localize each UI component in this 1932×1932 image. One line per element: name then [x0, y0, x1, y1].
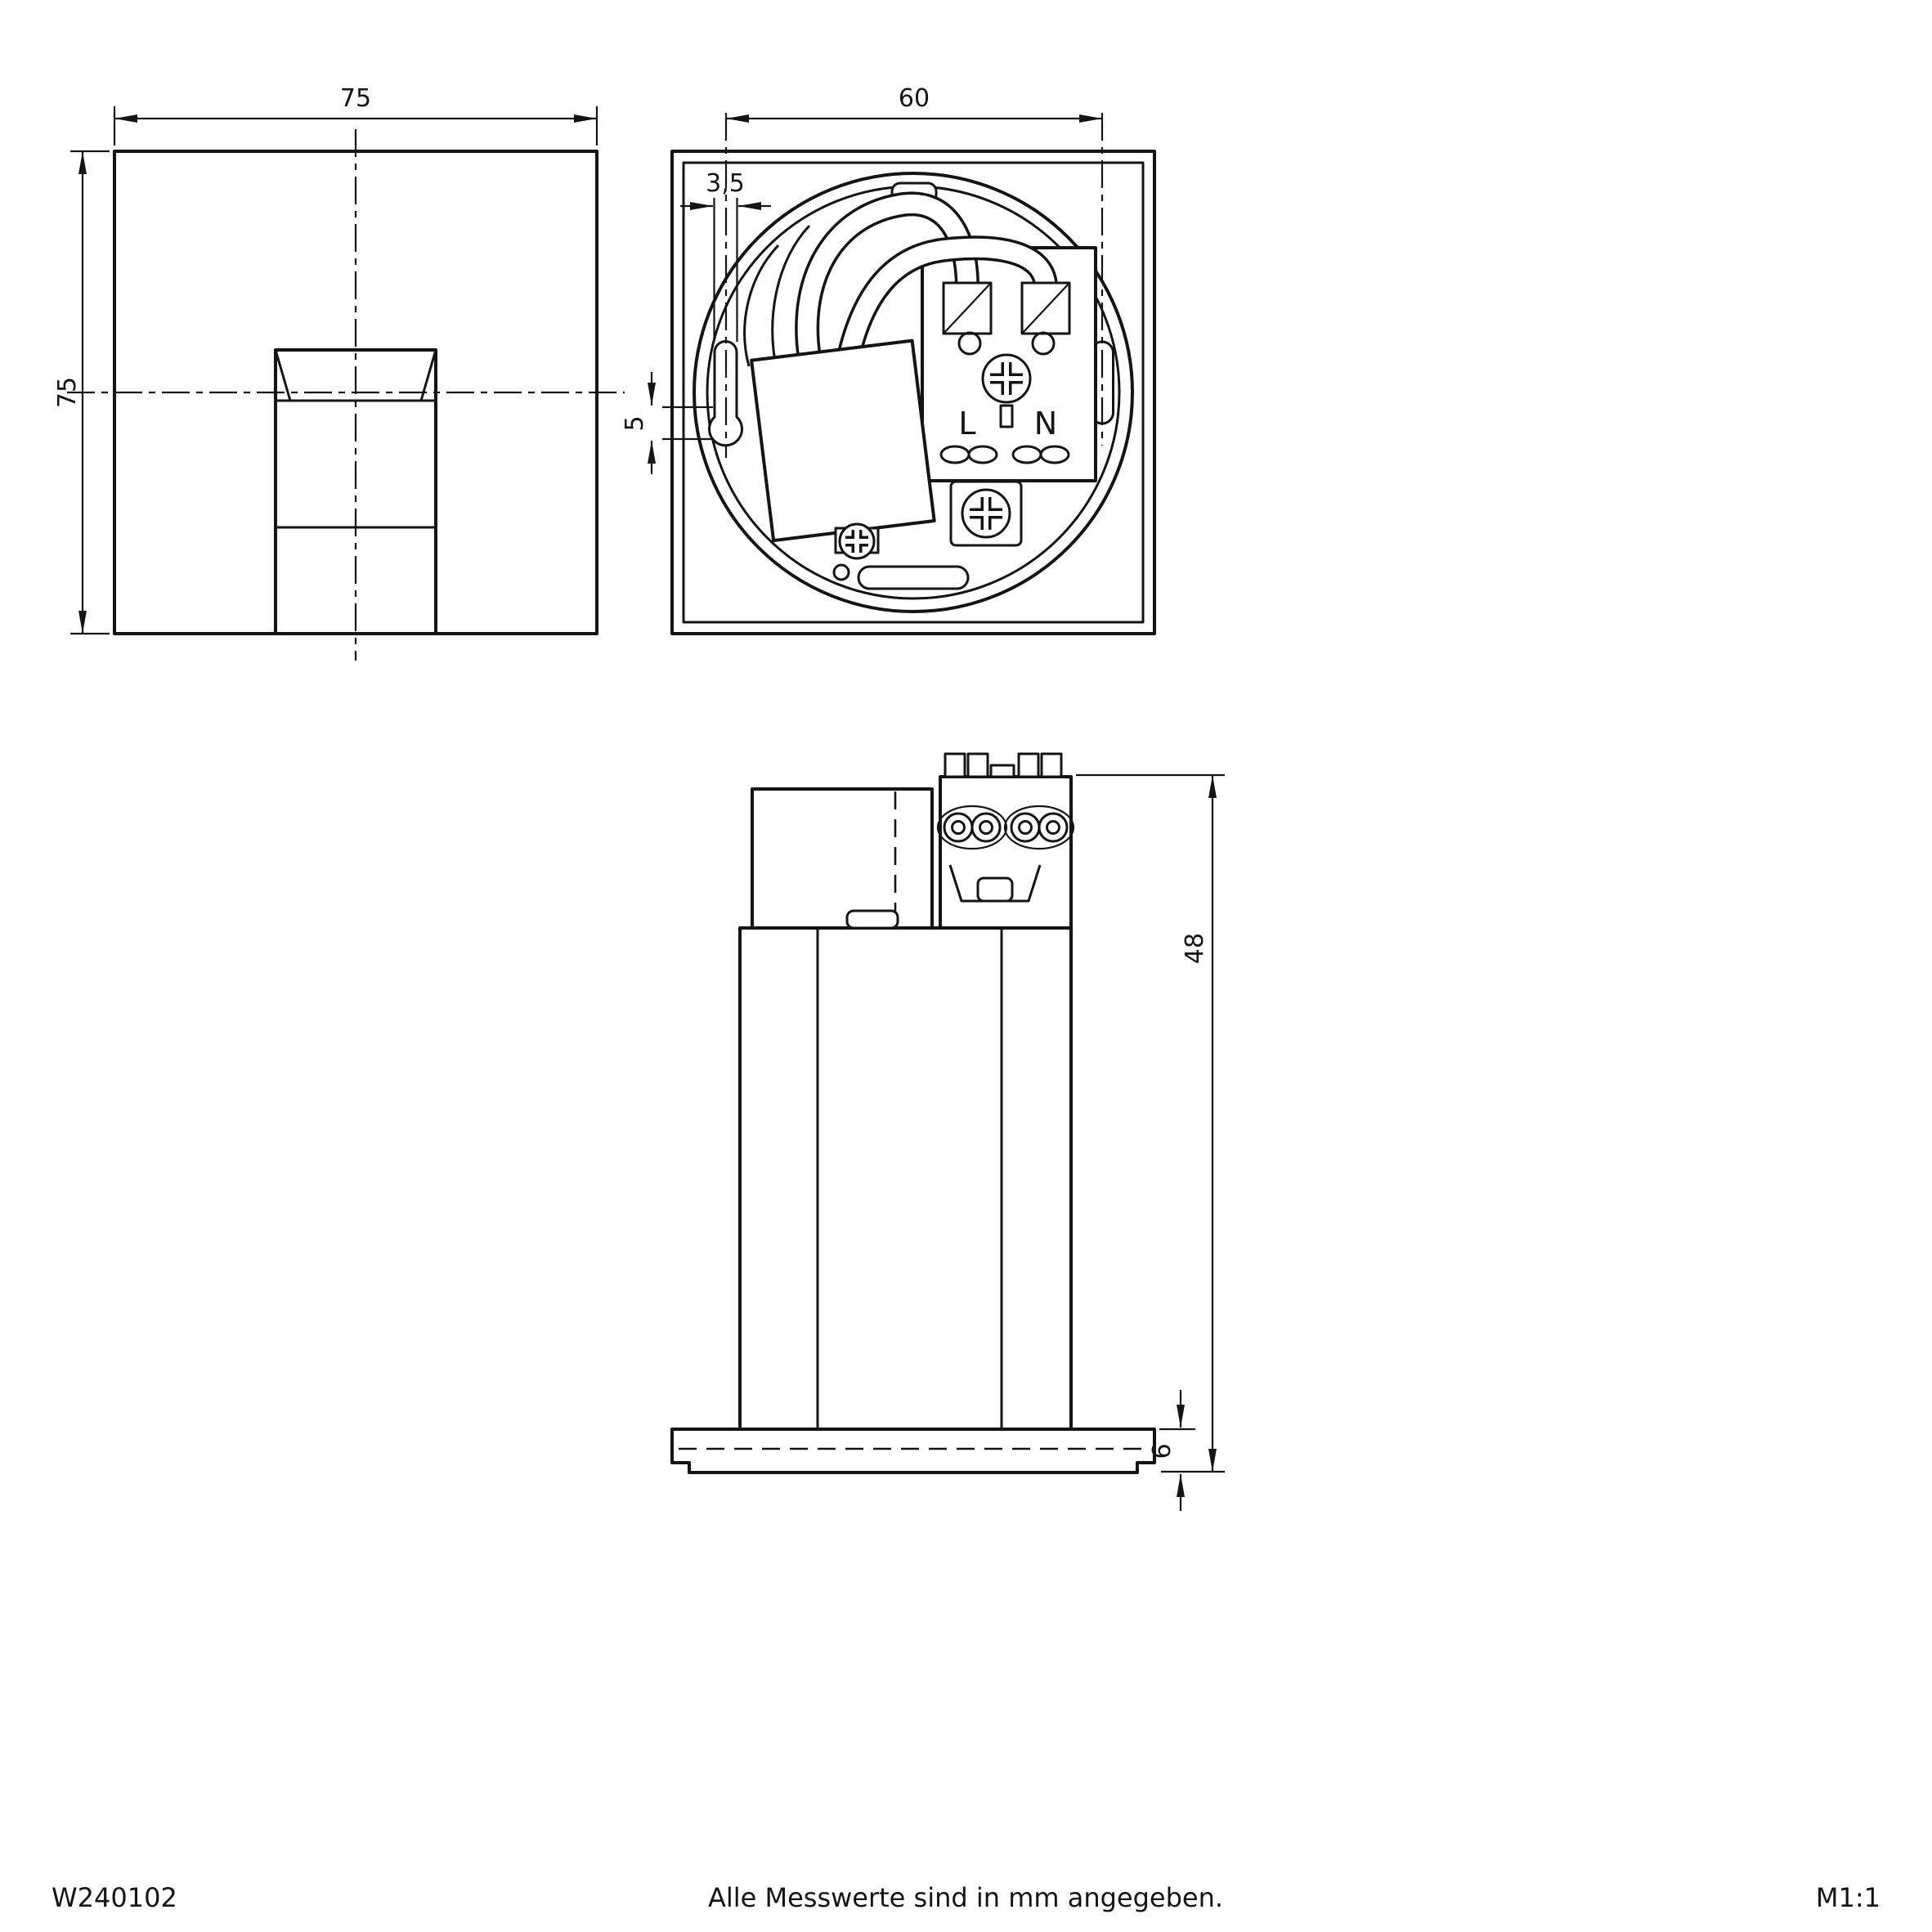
terminal-hole-left [957, 331, 982, 356]
plate-cutout-arcs [743, 224, 811, 370]
extension-lines [713, 198, 738, 342]
body-outline [738, 926, 1073, 1431]
side-terminal-bracket-tab [976, 876, 1014, 903]
back-slot-width-label: 3,5 [706, 169, 745, 198]
back-frame-inner [682, 161, 1145, 624]
scale-label: M1:1 [1816, 1882, 1880, 1913]
extension-lines [662, 406, 713, 441]
front-lamp-top-face [274, 349, 437, 402]
terminal-foot-4 [1039, 445, 1070, 464]
side-view: 48 6 [670, 752, 1225, 1511]
side-terminal-wire-ports [936, 805, 1075, 850]
front-width-label: 75 [340, 84, 371, 113]
extension-lines [1076, 773, 1225, 1473]
cable-2-core [840, 238, 1056, 360]
mounting-slot-left [708, 340, 743, 447]
back-dim-spacing: 60 [726, 84, 1102, 123]
back-view: L N 60 [621, 84, 1156, 635]
wire-port-pair-right [1003, 805, 1075, 850]
driver-block [751, 787, 934, 930]
wire-port-2-hole [979, 820, 993, 835]
component-screw-cross-slot [845, 530, 868, 553]
earth-screw-cross-slot [970, 497, 1002, 530]
front-plate-outline [113, 150, 598, 635]
part-number: W240102 [52, 1882, 177, 1913]
component-box [750, 338, 936, 543]
front-height-label: 75 [53, 377, 82, 408]
terminal-label-neutral: N [1034, 406, 1057, 442]
side-terminal-block [939, 775, 1073, 930]
side-terminal-clamps [944, 752, 1063, 778]
terminal-screw-tab [999, 404, 1014, 428]
title-block: W240102 Alle Messwerte sind in mm angege… [52, 1882, 1880, 1913]
mounting-plate-outer-circle [693, 172, 1134, 613]
terminal-screw-cross-slot [990, 362, 1023, 395]
side-plate-label: 6 [1148, 1443, 1177, 1459]
terminal-internals: L N [939, 281, 1071, 464]
units-note: Alle Messwerte sind in mm angegeben. [708, 1882, 1223, 1913]
base-plate [670, 1428, 1156, 1474]
clamp-2 [966, 752, 989, 778]
wire-clamp-left-spring [943, 282, 992, 334]
clamp-center-tab [989, 764, 1015, 778]
component-box-outline [750, 338, 936, 543]
clip-tab [845, 909, 899, 930]
clamp-3 [1017, 752, 1040, 778]
back-slot-offset-label: 5 [621, 415, 649, 431]
extension-lines [70, 150, 110, 635]
front-dim-width: 75 [113, 84, 598, 146]
cables [795, 191, 1058, 370]
wire-port-4-hole [1046, 820, 1060, 835]
body-inner-edges [816, 928, 1003, 1429]
side-dim-depth: 48 [1076, 773, 1225, 1473]
wire-port-4 [1038, 812, 1069, 843]
terminal-foot-2 [967, 445, 998, 464]
wire-port-3-hole [1018, 820, 1033, 835]
terminal-label-live: L [958, 406, 975, 442]
wire-port-2 [970, 812, 1002, 843]
front-lamp-body [274, 348, 437, 634]
mounting-slot-bottom [857, 565, 970, 590]
side-depth-label: 48 [1181, 933, 1209, 964]
clamp-4 [1040, 752, 1063, 778]
back-dim-slot-offset: 5 [621, 372, 713, 474]
extension-lines [113, 106, 598, 146]
front-view: 75 75 [53, 84, 625, 661]
terminal-hole-right [1031, 331, 1056, 356]
front-dim-height: 75 [53, 150, 110, 635]
wire-clamp-right-spring [1021, 282, 1070, 334]
back-spacing-label: 60 [899, 84, 930, 113]
small-pin-hole [832, 563, 850, 581]
clamp-1 [944, 752, 966, 778]
back-dim-slot-width: 3,5 [680, 169, 771, 342]
wire-port-pair-left [936, 805, 1008, 850]
back-frame-outer [670, 150, 1156, 635]
side-dim-plate: 6 [1148, 1390, 1195, 1511]
wire-port-1-hole [951, 820, 966, 835]
